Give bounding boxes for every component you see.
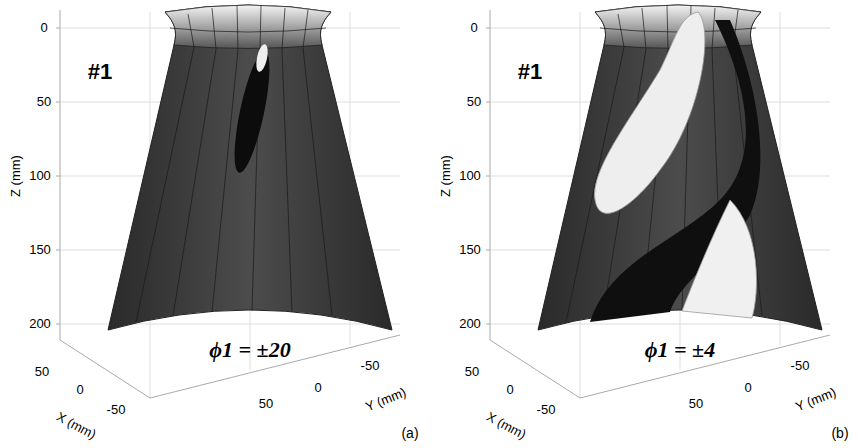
axis-tick: 150 xyxy=(29,243,51,257)
axis-tick: -50 xyxy=(791,359,810,373)
axis-title: X (mm) xyxy=(54,410,98,443)
axis-tick: 100 xyxy=(459,169,481,183)
case-number: #1 xyxy=(518,60,542,84)
parameter-label: ϕ1 = ±20 xyxy=(209,338,290,362)
axis-tick: 0 xyxy=(506,383,513,397)
axis-tick: 50 xyxy=(689,397,703,411)
axis-tick: 200 xyxy=(29,317,51,331)
axis-tick: -50 xyxy=(361,359,380,373)
panel-a xyxy=(56,5,400,398)
panel-letter: (a) xyxy=(401,426,418,441)
axis-tick: 150 xyxy=(459,243,481,257)
axis-tick: 50 xyxy=(465,365,479,379)
axis-title: Z (mm) xyxy=(439,155,453,197)
axis-tick: 100 xyxy=(29,169,51,183)
axis-tick: -50 xyxy=(537,403,556,417)
axis-tick: 50 xyxy=(35,365,49,379)
axis-title: Z (mm) xyxy=(9,155,23,197)
axis-tick: 50 xyxy=(259,397,273,411)
axis-tick: 0 xyxy=(314,381,321,395)
axis-tick: 0 xyxy=(40,21,47,35)
axis-tick: 0 xyxy=(744,381,751,395)
axis-tick: 0 xyxy=(470,21,477,35)
axis-title: X (mm) xyxy=(484,410,528,443)
axis-tick: 200 xyxy=(459,317,481,331)
panel-b xyxy=(486,5,830,398)
axis-tick: 50 xyxy=(37,95,51,109)
case-number: #1 xyxy=(88,60,112,84)
axis-tick: -50 xyxy=(107,403,126,417)
axis-tick: 0 xyxy=(76,383,83,397)
panel-letter: (b) xyxy=(831,426,848,441)
axis-title: Y (mm) xyxy=(364,385,409,414)
axis-tick: 50 xyxy=(467,95,481,109)
axis-title: Y (mm) xyxy=(794,385,839,414)
parameter-label: ϕ1 = ±4 xyxy=(645,338,715,362)
